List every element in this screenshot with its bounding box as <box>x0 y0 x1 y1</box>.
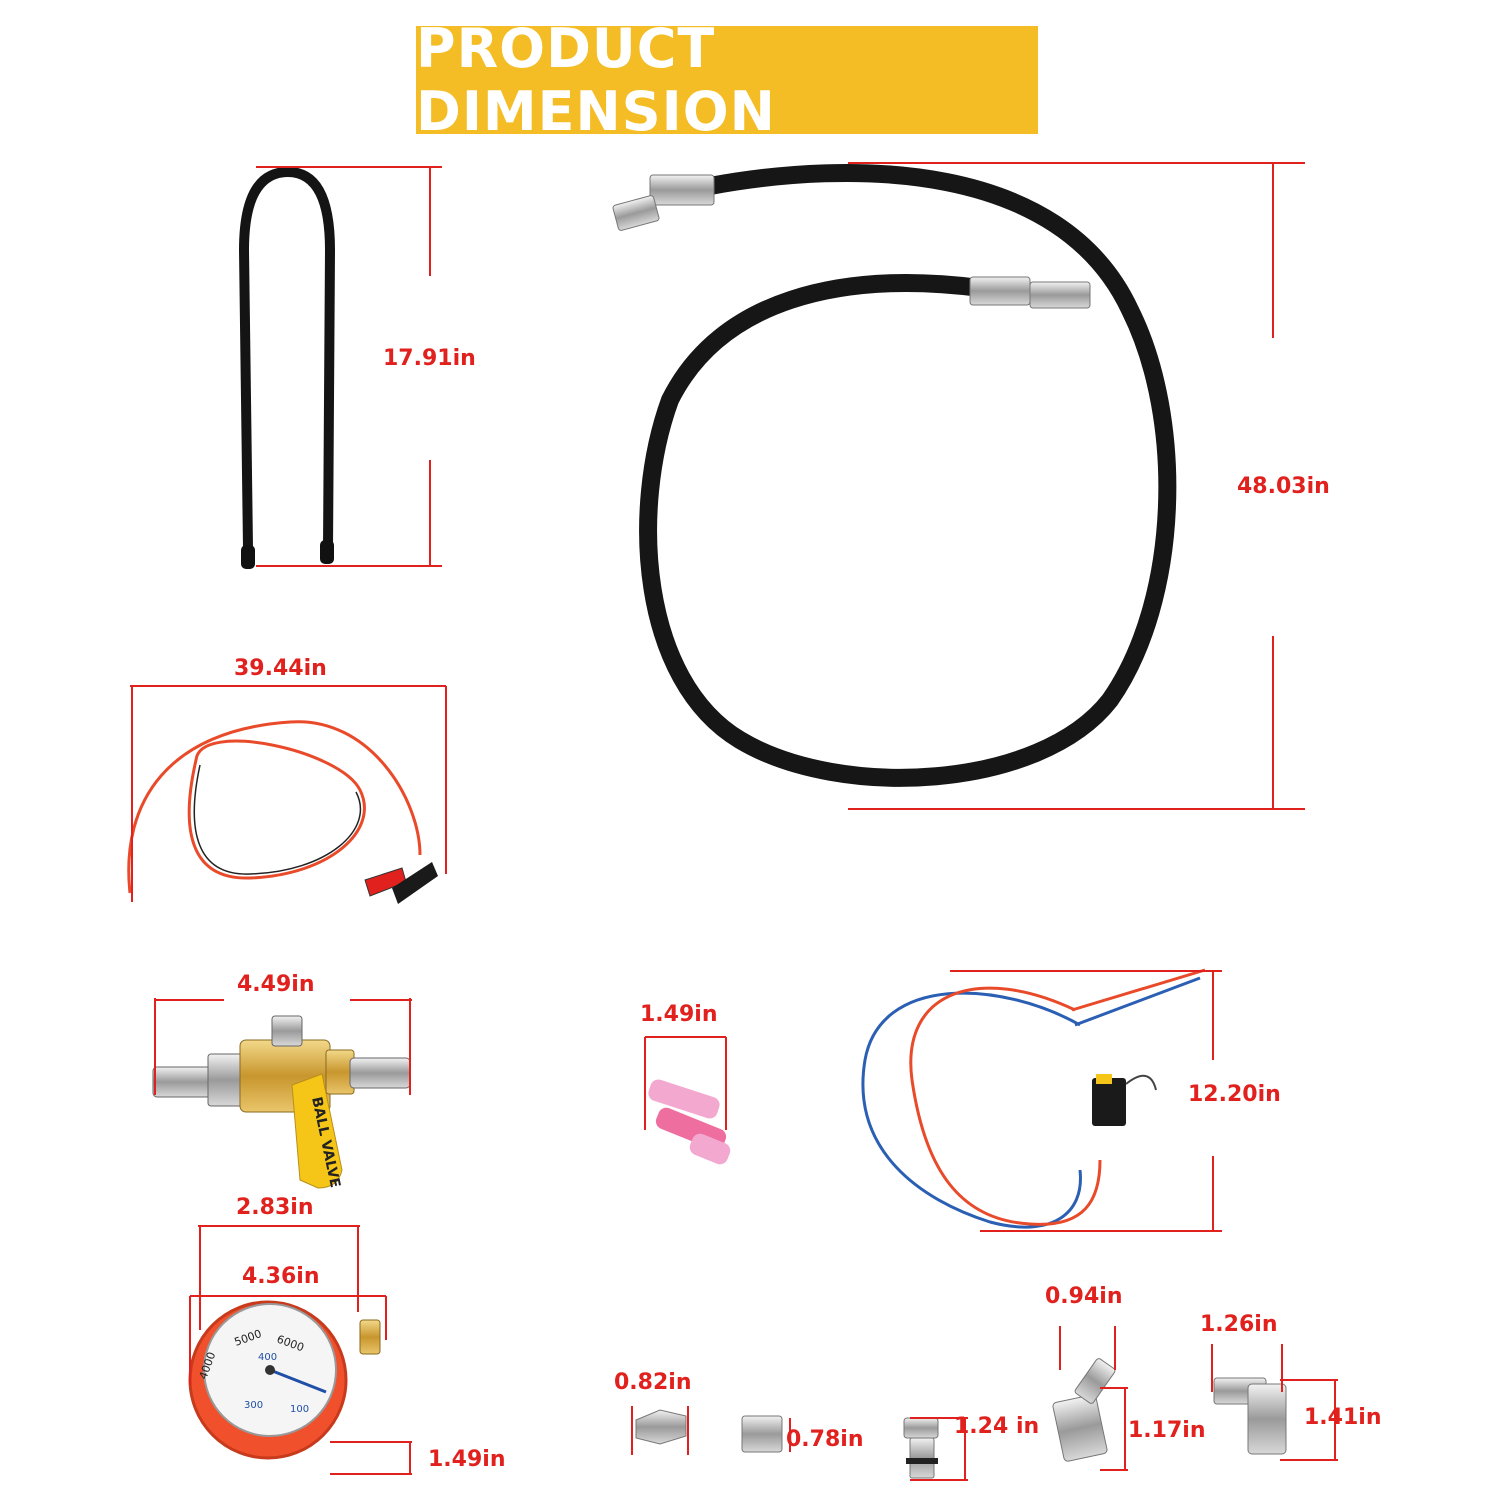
valve-dimension-lines <box>154 998 412 1095</box>
shrink-dimension-label: 1.49in <box>640 1002 718 1027</box>
bungee-dimension-label: 17.91in <box>383 346 476 371</box>
fitting-1-dimension-label: 0.82in <box>614 1370 692 1395</box>
fitting-3-dimension-label: 1.24 in <box>954 1414 1040 1439</box>
gauge-mid-dimension-label: 4.36in <box>242 1264 320 1289</box>
fittings-image <box>635 1358 1287 1479</box>
gauge-top-dimension-label: 2.83in <box>236 1195 314 1220</box>
gauge-side-dimension-label: 1.49in <box>428 1447 506 1472</box>
dial-label: 400 <box>258 1352 277 1363</box>
clip-wire-image <box>127 720 438 904</box>
fittings-dimension-lines <box>631 1326 1338 1481</box>
clip-wire-dimension-label: 39.44in <box>234 656 327 681</box>
shrink-dimension-lines <box>644 1036 727 1130</box>
bungee-dimension-lines <box>256 166 442 567</box>
fitting-5-side-dimension-label: 1.41in <box>1304 1405 1382 1430</box>
fitting-2-dimension-label: 0.78in <box>786 1427 864 1452</box>
fitting-4-dimension-label: 0.94in <box>1045 1284 1123 1309</box>
hose-dimension-label: 48.03in <box>1237 474 1330 499</box>
clip-wire-dimension-lines <box>130 685 447 902</box>
heat-shrink-image <box>648 1079 731 1165</box>
harness-dimension-lines <box>950 970 1222 1232</box>
hose-dimension-lines <box>848 162 1305 810</box>
bungee-cord-image <box>238 166 336 569</box>
fitting-4-side-dimension-label: 1.17in <box>1128 1418 1206 1443</box>
valve-dimension-label: 4.49in <box>237 972 315 997</box>
hydraulic-hose-image <box>612 163 1177 787</box>
title-banner: PRODUCT DIMENSION <box>416 17 1038 143</box>
wire-harness-image <box>861 968 1206 1229</box>
gauge-dimension-lines <box>189 1225 412 1475</box>
ball-valve-image: BALL VALVE <box>152 1015 411 1189</box>
harness-dimension-label: 12.20in <box>1188 1082 1281 1107</box>
dial-label: 300 <box>244 1400 263 1411</box>
banner-title: PRODUCT DIMENSION <box>416 17 776 143</box>
fitting-5-dimension-label: 1.26in <box>1200 1312 1278 1337</box>
dial-label: 100 <box>290 1404 309 1415</box>
pressure-gauge-image: 4000 5000 6000 400 300 100 <box>188 1300 381 1460</box>
